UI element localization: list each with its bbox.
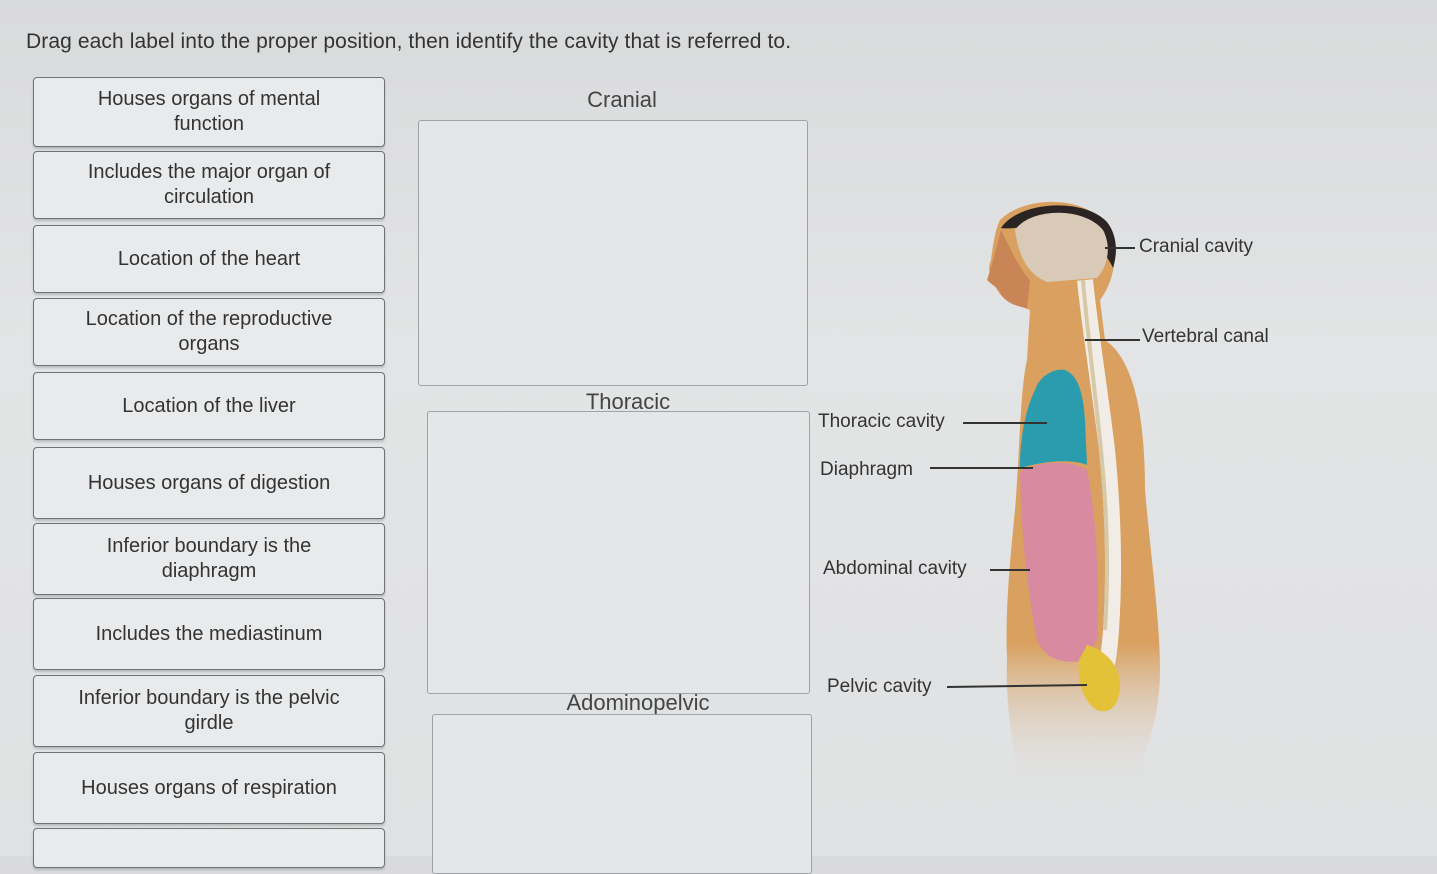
face (987, 230, 1030, 308)
callout-thoracic-cavity: Thoracic cavity (818, 411, 945, 432)
abdominal-cavity-shape (1020, 462, 1098, 662)
label-mental-function[interactable]: Houses organs of mental function (33, 77, 385, 147)
label-heart[interactable]: Location of the heart (33, 225, 385, 293)
label-digestion[interactable]: Houses organs of digestion (33, 447, 385, 519)
label-text: Inferior boundary is the pelvic (78, 687, 340, 709)
label-pelvic-girdle[interactable]: Inferior boundary is the pelvic girdle (33, 675, 385, 747)
spine (1077, 279, 1122, 695)
label-text: Includes the mediastinum (95, 622, 323, 645)
callout-abdominal-cavity: Abdominal cavity (823, 558, 967, 579)
label-text: Houses organs of mental (97, 88, 321, 110)
vertebral-canal (1081, 279, 1110, 631)
label-text: Houses organs of respiration (81, 776, 337, 799)
callout-cranial-cavity: Cranial cavity (1139, 236, 1254, 257)
label-text: Includes the major organ of (87, 161, 331, 183)
label-text: diaphragm (161, 560, 257, 582)
cranial-cavity-shape (1015, 212, 1108, 282)
label-text: Houses organs of digestion (87, 471, 331, 494)
label-text: girdle (184, 712, 234, 734)
label-diaphragm-boundary[interactable]: Inferior boundary is the diaphragm (33, 523, 385, 595)
label-text: organs (178, 333, 240, 355)
drop-zone-abdominopelvic[interactable] (432, 714, 812, 874)
label-partial[interactable] (33, 828, 385, 868)
pelvic-cavity-shape (1078, 645, 1120, 712)
label-mediastinum[interactable]: Includes the mediastinum (33, 598, 385, 670)
callout-vertebral-canal: Vertebral canal (1142, 326, 1269, 347)
instruction-text: Drag each label into the proper position… (26, 30, 792, 53)
zone-title-abdominopelvic: Adominopelvic (566, 690, 710, 715)
body-cavities-figure (930, 201, 1160, 790)
label-text: circulation (163, 186, 255, 208)
zone-title-cranial: Cranial (587, 87, 657, 112)
drop-zone-thoracic[interactable] (427, 411, 810, 694)
callout-pelvic-cavity: Pelvic cavity (827, 676, 932, 697)
label-text: Inferior boundary is the (106, 535, 312, 557)
label-reproductive[interactable]: Location of the reproductive organs (33, 298, 385, 366)
label-circulation[interactable]: Includes the major organ of circulation (33, 151, 385, 219)
callout-diaphragm: Diaphragm (820, 459, 913, 480)
thoracic-cavity-shape (1020, 369, 1087, 468)
label-text: Location of the heart (117, 247, 301, 270)
zone-title-thoracic: Thoracic (585, 389, 671, 414)
label-text: Location of the reproductive (85, 308, 333, 330)
label-respiration[interactable]: Houses organs of respiration (33, 752, 385, 824)
label-text: Location of the liver (122, 394, 296, 417)
label-liver[interactable]: Location of the liver (33, 372, 385, 440)
drop-zone-cranial[interactable] (418, 120, 808, 386)
label-text: function (173, 113, 245, 135)
